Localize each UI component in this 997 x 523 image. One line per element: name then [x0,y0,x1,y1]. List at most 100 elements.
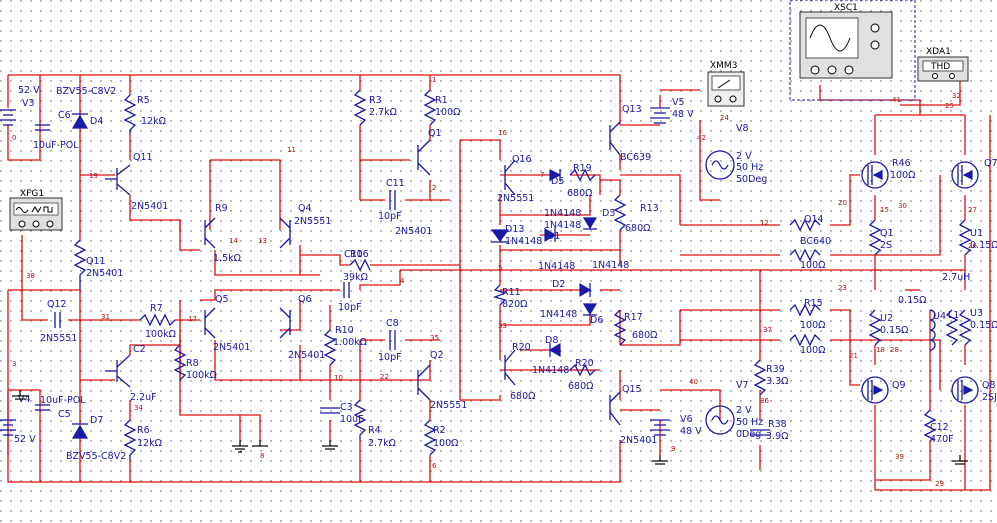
mosfet-q10[interactable] [951,376,979,404]
resistor-r3[interactable] [353,89,367,126]
svg-text:41: 41 [892,96,901,104]
mosfet-q8[interactable] [861,376,889,404]
diode-d13[interactable] [490,229,510,243]
battery-v6[interactable] [650,419,670,436]
svg-text:40: 40 [689,378,698,386]
transistor-q4[interactable] [279,217,291,249]
resistor-r2[interactable] [423,419,437,456]
resistor-r20[interactable] [569,363,596,377]
resistor-r10[interactable] [323,329,337,366]
ac-source-v7[interactable] [705,405,735,435]
resistor-r7[interactable] [73,239,87,290]
capacitor-c6[interactable] [35,124,50,131]
transistor-q13[interactable] [609,121,621,156]
svg-text:22: 22 [380,373,389,381]
resistor-r39[interactable] [945,309,959,346]
r7-name: Q11 [86,256,106,267]
resistor-r11[interactable] [493,284,507,306]
diode-d8[interactable] [548,342,561,358]
d8-name: D8 [545,335,558,346]
distortion-analyzer-xda1[interactable] [917,56,969,82]
transistor-q11[interactable] [105,164,131,196]
resistor-r12[interactable] [789,303,821,317]
capacitor-c11[interactable] [389,190,396,210]
r19-name: R19 [573,163,592,174]
mosfet-q9[interactable] [951,161,979,189]
transistor-q14[interactable] [609,391,621,426]
q10-name: Q8 [982,380,996,391]
resistor-u1[interactable] [868,219,882,256]
mosfet-q7[interactable] [861,161,889,189]
q13-name: Q13 [622,104,642,115]
resistor-r4[interactable] [353,399,367,440]
c6-name: C6 [58,110,71,121]
diode-d5[interactable] [549,169,562,181]
transistor-q12[interactable] [105,354,131,388]
r17-name: R17 [624,312,643,323]
multimeter-xmm3[interactable] [707,71,745,107]
wires [7,74,991,491]
d7-name: D7 [90,415,103,426]
resistor-r19[interactable] [569,168,596,182]
r39-value: 2.7uH [942,272,970,283]
r10-name: R10 [335,325,354,336]
diode-d3[interactable] [582,217,598,230]
diode-d2[interactable] [579,282,592,298]
zener-d7[interactable] [71,423,89,439]
resistor-u3[interactable] [868,309,882,346]
diode-d1[interactable] [544,227,557,243]
resistor-r46[interactable] [789,333,821,347]
battery-v5[interactable] [650,107,670,124]
d5-name: D5 [551,176,564,187]
svg-text:7: 7 [540,171,544,179]
xda1-screen: THD [930,62,950,72]
inductor-l1[interactable] [929,309,936,351]
resistor-r15[interactable] [789,248,821,262]
transistor-q16[interactable] [504,159,516,196]
q5-value: 2N5401 [213,342,250,353]
zener-d4[interactable] [71,113,89,129]
resistor-r5[interactable] [123,94,137,135]
capacitor-c8[interactable] [389,330,396,350]
transistor-q2[interactable] [417,364,431,401]
resistor-r17[interactable] [613,309,627,346]
r12-value: 100Ω [800,320,825,331]
function-generator-xfg1[interactable] [9,197,63,231]
resistor-r38[interactable] [753,359,767,396]
resistor-r9[interactable] [139,313,176,327]
resistor-r16[interactable] [349,258,371,272]
resistor-r8[interactable] [173,344,187,381]
resistor-r18[interactable] [923,409,937,441]
xsc1-label: XSC1 [834,3,858,13]
resistor-r14[interactable] [789,218,821,232]
transistor-q6[interactable] [279,307,291,339]
resistor-r6[interactable] [123,419,137,460]
q16-value: 2N5551 [497,193,534,204]
transistor-q1[interactable] [417,139,431,176]
capacitor-c10[interactable] [343,282,350,298]
resistor-u4[interactable] [958,309,972,346]
c5-value: 10uF-POL [40,395,86,406]
capacitor-c2[interactable] [54,312,61,328]
resistor-u2[interactable] [958,219,972,256]
capacitor-c3[interactable] [320,407,340,414]
resistor-r1[interactable] [423,89,437,126]
transistor-q5[interactable] [204,307,216,339]
resistor-r13[interactable] [613,194,627,231]
v8-amp: 2 V [736,151,752,162]
transistor-q15[interactable] [504,349,516,386]
q7-name: R46 [892,158,911,169]
oscilloscope-xsc1[interactable] [799,11,893,79]
svg-text:26: 26 [968,242,977,250]
ac-source-v8[interactable] [705,150,735,180]
transistor-q3[interactable] [204,217,216,249]
v3-value: 52 V [18,85,40,96]
battery-v4[interactable] [0,419,16,436]
diode-d6[interactable] [582,303,598,316]
q10-value: 2SJ517 [982,392,997,403]
capacitor-c5[interactable] [35,404,50,411]
capacitor-c12[interactable] [750,429,770,436]
battery-v3[interactable] [0,109,16,126]
svg-text:14: 14 [229,237,238,245]
